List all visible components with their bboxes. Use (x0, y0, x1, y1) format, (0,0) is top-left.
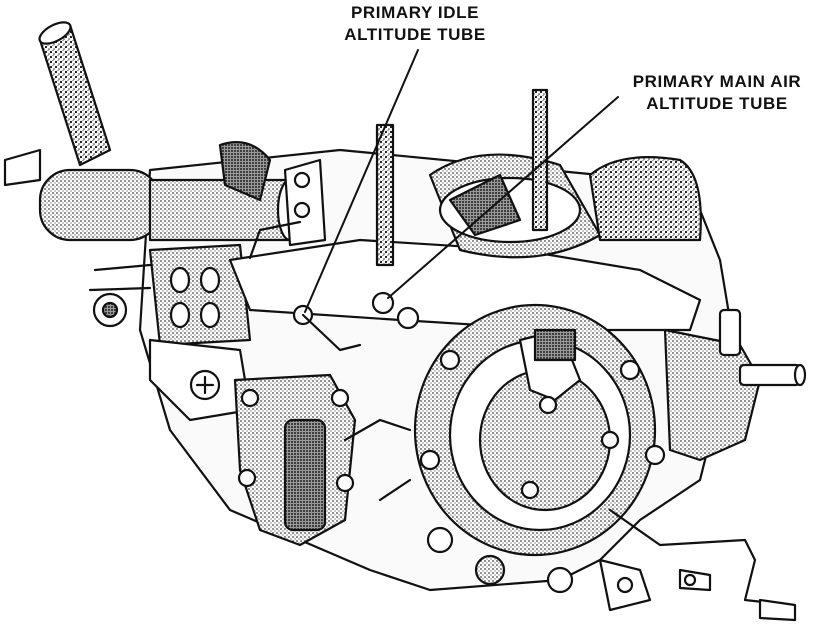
stud-left (375, 123, 395, 267)
choke-pulloff-canister (38, 168, 162, 242)
leader-line-idle-tube (304, 49, 419, 313)
label-primary-idle-altitude-tube: PRIMARY IDLE ALTITUDE TUBE (330, 2, 500, 46)
right-diaphragm (663, 328, 762, 462)
throttle-linkage-arm (608, 508, 792, 607)
vent-hose (38, 23, 112, 167)
label-main-air-line1: PRIMARY MAIN AIR (632, 72, 802, 91)
label-main-air-line2: ALTITUDE TUBE (646, 94, 788, 113)
label-idle-line2: ALTITUDE TUBE (344, 25, 486, 44)
air-filter-element (588, 156, 702, 242)
air-horn (228, 238, 702, 332)
label-idle-line1: PRIMARY IDLE (350, 3, 480, 22)
leader-line-main-air-tube (387, 96, 619, 299)
label-primary-main-air-altitude-tube: PRIMARY MAIN AIR ALTITUDE TUBE (612, 71, 822, 115)
